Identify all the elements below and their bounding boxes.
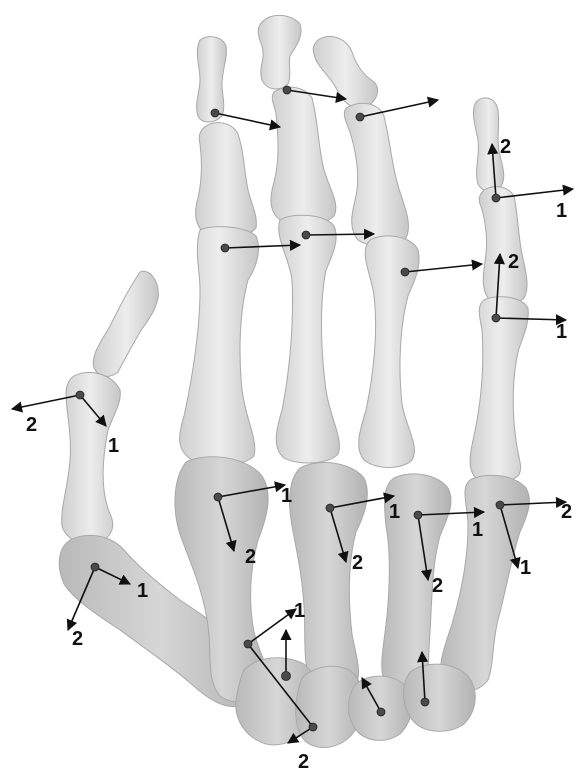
joint-dot [356, 113, 364, 121]
joint-dot [414, 511, 422, 519]
axis-label: 1 [389, 501, 400, 523]
axis-label: 1 [108, 435, 119, 457]
axis-label: 1 [556, 200, 567, 222]
axis-label: 1 [137, 580, 148, 602]
joint-dot [401, 268, 409, 276]
joint-dot [76, 391, 84, 399]
axis-label: 2 [561, 501, 572, 523]
axis-label: 1 [556, 321, 567, 343]
joint-dot [211, 109, 219, 117]
axis-label: 2 [26, 414, 37, 436]
axis-label: 2 [500, 136, 511, 158]
joint-dot [91, 563, 99, 571]
axis-label: 2 [245, 546, 256, 568]
joint-dot [492, 194, 500, 202]
axis-label: 2 [352, 552, 363, 574]
axis-label: 2 [508, 251, 519, 273]
joint-dot [244, 640, 252, 648]
carpal-hamate [404, 664, 476, 731]
axis-label: 1 [281, 485, 292, 507]
joint-dot [282, 672, 291, 681]
joint-dot [214, 493, 222, 501]
axis-label: 2 [298, 751, 309, 772]
axis-label: 1 [472, 519, 483, 541]
index-distal-phalanx [197, 37, 227, 122]
joint-dot [221, 244, 229, 252]
axis-label: 1 [520, 557, 531, 579]
axis-label: 2 [72, 628, 83, 650]
joint-dot [283, 86, 291, 94]
axis-label: 1 [294, 600, 305, 622]
joint-dot [377, 708, 385, 716]
axis-label: 2 [432, 575, 443, 597]
joint-dot [492, 314, 500, 322]
joint-dot [421, 698, 429, 706]
joint-dot [326, 504, 334, 512]
joint-dot [302, 231, 310, 239]
axis-arrow [306, 234, 374, 235]
joint-dot [309, 723, 317, 731]
joint-dot [496, 501, 504, 509]
